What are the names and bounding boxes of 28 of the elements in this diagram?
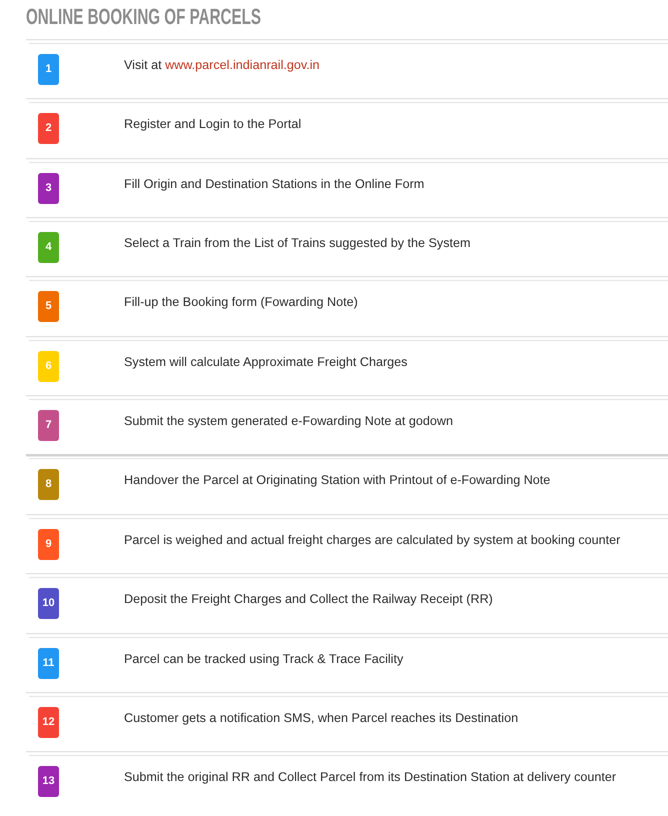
step-number-badge: 11: [38, 648, 59, 679]
step-number-badge: 5: [38, 291, 59, 322]
step-text: Submit the original RR and Collect Parcel from its Destination Station at delivery counter: [124, 769, 616, 785]
step-number-badge: 3: [38, 173, 59, 204]
step-number-badge: 1: [38, 54, 59, 85]
title: ONLINE BOOKING OF PARCELS: [26, 5, 262, 29]
step-number-badge: 6: [38, 351, 59, 382]
step-text: Fill-up the Booking form (Fowarding Note): [124, 294, 358, 310]
step-number-badge: 7: [38, 410, 59, 441]
step-text: Select a Train from the List of Trains suggested by the System: [124, 235, 470, 251]
step-number-badge: 2: [38, 113, 59, 144]
step-number-badge: 4: [38, 232, 59, 263]
step-text: System will calculate Approximate Freight Charges: [124, 354, 408, 370]
step-number-badge: 8: [38, 469, 59, 500]
step-text: Submit the system generated e-Fowarding Note at godown: [124, 413, 454, 429]
step-text: Parcel is weighed and actual freight charges are calculated by system at booking counter: [124, 532, 620, 548]
step-text: Deposit the Freight Charges and Collect the Railway Receipt (RR): [124, 591, 493, 607]
step-number-badge: 9: [38, 529, 59, 560]
step-number-badge: 10: [38, 588, 59, 619]
step-text: Handover the Parcel at Originating Station with Printout of e-Fowarding Note: [124, 472, 550, 488]
step-number-badge: 13: [38, 766, 59, 797]
step-text: Fill Origin and Destination Stations in the Online Form: [124, 176, 424, 192]
step-text: Register and Login to the Portal: [124, 116, 302, 132]
step-text: Visit at www.parcel.indianrail.gov.in: [124, 57, 320, 73]
step-text: Customer gets a notification SMS, when Parcel reaches its Destination: [124, 710, 518, 726]
web-link: www.parcel.indianrail.gov.in: [165, 58, 320, 72]
step-text: Parcel can be tracked using Track & Trace Facility: [124, 651, 404, 667]
step-number-badge: 12: [38, 707, 59, 738]
